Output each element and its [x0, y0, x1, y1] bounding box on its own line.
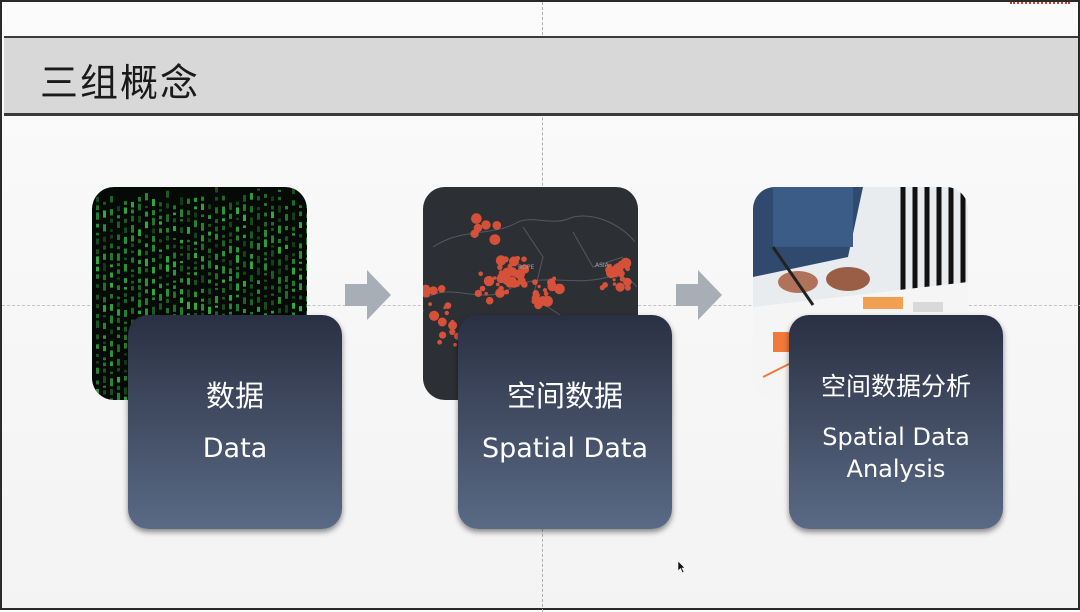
- card-spatial-data-analysis-cn: 空间数据分析: [789, 367, 1003, 403]
- map-label-asia: ASIA: [595, 262, 610, 269]
- card-analysis-en-line2: Analysis: [847, 455, 946, 483]
- card-analysis-en-line1: Spatial Data: [822, 423, 970, 451]
- card-data-cn: 数据: [128, 373, 342, 415]
- right-arrow-icon: [676, 270, 722, 320]
- mouse-cursor-icon: [678, 561, 686, 573]
- map-label-europe: ROPE: [518, 264, 535, 271]
- card-spatial-data: 空间数据 Spatial Data: [458, 315, 672, 529]
- right-arrow-icon: [345, 270, 391, 320]
- card-spatial-data-analysis-en: Spatial Data Analysis: [789, 421, 1003, 485]
- card-spatial-data-en: Spatial Data: [458, 433, 672, 464]
- corner-decoration: [1010, 2, 1070, 8]
- title-bar: 三组概念: [4, 36, 1078, 116]
- card-spatial-data-cn: 空间数据: [458, 373, 672, 415]
- card-spatial-data-analysis: 空间数据分析 Spatial Data Analysis: [789, 315, 1003, 529]
- slide-title: 三组概念: [40, 52, 200, 107]
- card-data: 数据 Data: [128, 315, 342, 529]
- card-data-en: Data: [128, 433, 342, 464]
